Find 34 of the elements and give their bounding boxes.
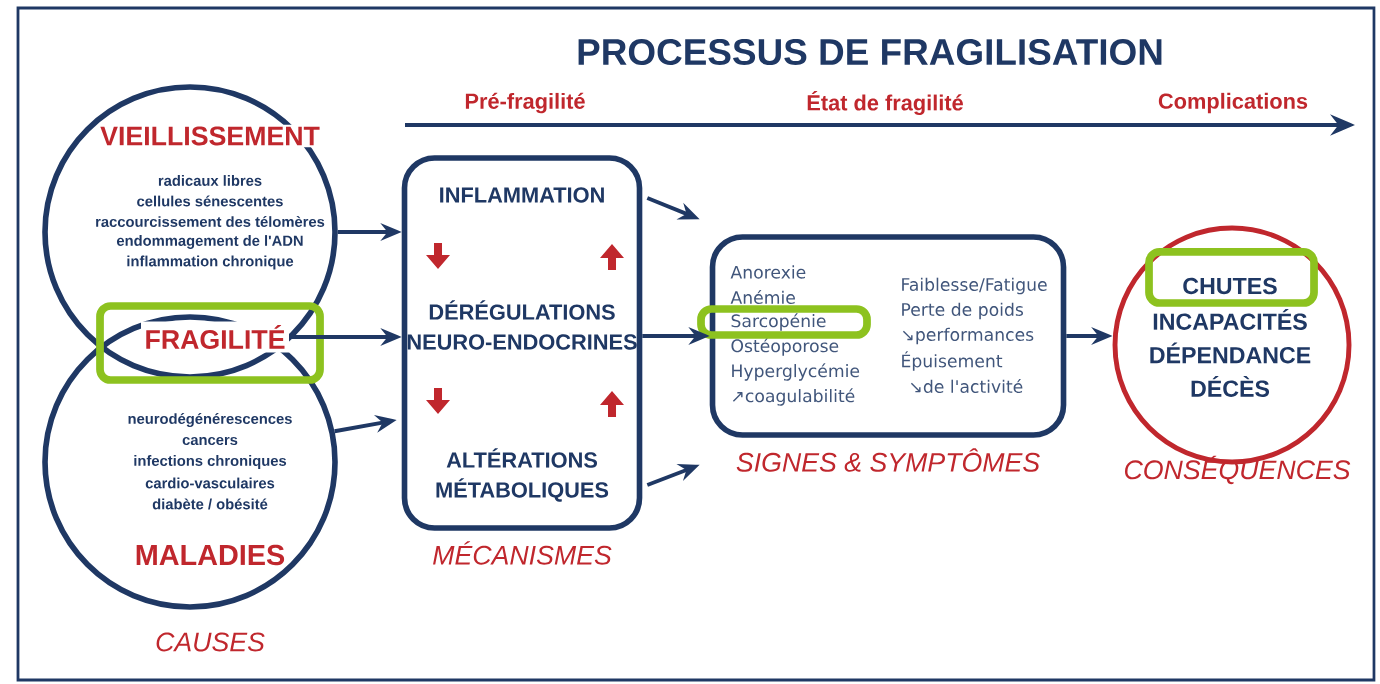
phase-label: Complications — [1158, 92, 1308, 114]
symptom-box: Anorexie Anémie Sarcopénie Ostéoporose Hyperglycémie ↗coagulabilité Faiblesse/Fatigue Perte de poids ↘performances Épuisement ↘de l'activité — [709, 234, 1067, 438]
overlap-label: FRAGILITÉ — [141, 321, 289, 353]
node-label: Anorexie — [730, 265, 806, 279]
title: PROCESSUS DE FRAGILISATION — [578, 38, 1162, 66]
node-label: Perte de poids — [902, 302, 1024, 320]
node-label: MALADIES — [136, 544, 285, 566]
node-label: ALTÉRATIONS MÉTABOLIQUES — [436, 448, 609, 502]
node-label: cancers — [182, 436, 238, 446]
node-label: Épuisement — [902, 351, 1003, 371]
node-label: Faiblesse/Fatigue — [902, 277, 1047, 295]
node-label: Hyperglycémie — [732, 363, 860, 381]
node-label: neurodégénérescences — [128, 412, 292, 427]
phase-label: Pré-fragilité — [465, 92, 585, 114]
group-caption: CAUSES — [156, 632, 265, 652]
node-label: DÉPENDANCE — [1150, 342, 1311, 364]
node-label: ↗coagulabilité — [732, 388, 855, 406]
node-label: DÉRÉGULATIONS NEURO-ENDOCRINES — [407, 300, 637, 350]
node-label: diabète / obésité — [152, 498, 268, 510]
node-label: DÉCÈS — [1191, 376, 1270, 397]
node-label: Sarcopénie — [731, 313, 826, 331]
phase-label: État de fragilité — [807, 91, 963, 115]
mechanism-box: INFLAMMATION DÉRÉGULATIONS NEURO-ENDOCRINES ALTÉRATIONS MÉTABOLIQUES — [401, 155, 643, 531]
node-label: INFLAMMATION — [440, 187, 604, 203]
node-label: INCAPACITÉS — [1153, 309, 1307, 330]
node-label: infections chroniques — [134, 455, 287, 469]
node-label: ↘de l'activité — [910, 378, 1023, 393]
node-label: Ostéoporose — [731, 338, 839, 356]
group-caption: SIGNES & SYMPTÔMES — [736, 448, 1040, 472]
node-label: Anémie — [730, 289, 795, 304]
node-label: ↘performances — [902, 327, 1034, 345]
group-caption: MÉCANISMES — [433, 541, 612, 565]
node-label: CHUTES — [1183, 277, 1277, 295]
node-label: cardio-vasculaires — [145, 477, 275, 489]
